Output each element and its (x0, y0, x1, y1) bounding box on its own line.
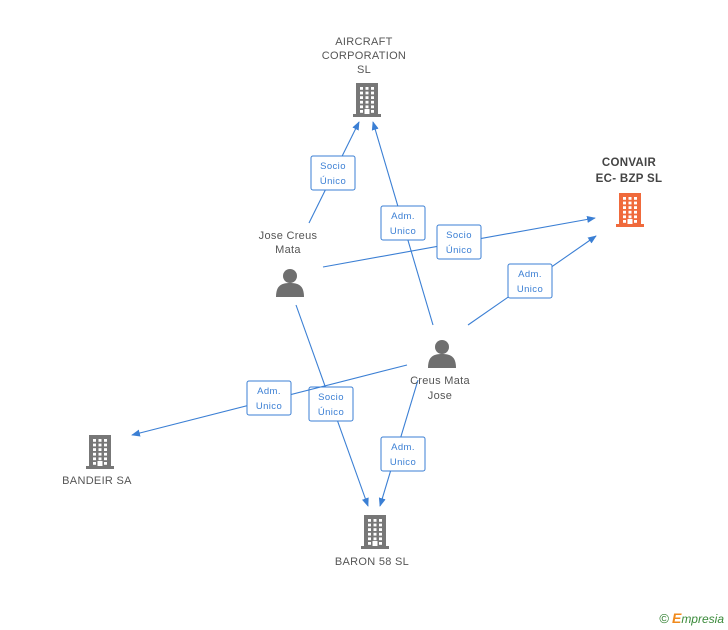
edge-label-text: Unico (517, 284, 543, 295)
edge-creus-aircraft: Adm. Unico (371, 121, 434, 326)
edge-label-box[interactable] (308, 386, 354, 422)
node-label: BARON 58 SL (335, 556, 409, 568)
building-icon (616, 193, 644, 227)
node-label: CONVAIR (602, 157, 657, 169)
edge-label-text: Unico (256, 401, 282, 412)
edge-label-box[interactable] (507, 263, 553, 299)
person-icon (428, 340, 456, 368)
edge-label-box[interactable] (380, 436, 426, 472)
brand-name: mpresia (681, 612, 724, 626)
building-icon (361, 515, 389, 549)
node-label: Jose (428, 390, 452, 402)
building-icon (353, 83, 381, 117)
edge-label-text: Socio (318, 392, 344, 403)
edge-label-text: Único (446, 245, 472, 256)
node-label: SL (357, 64, 371, 76)
edge-label-text: Único (320, 176, 346, 187)
node-label: Jose Creus (259, 230, 318, 242)
edge-label-box[interactable] (310, 155, 356, 191)
edge-label-text: Adm. (391, 442, 415, 453)
edge-label-box[interactable] (436, 224, 482, 260)
node-label: Mata (275, 244, 301, 256)
edge-label-text: Socio (320, 161, 346, 172)
edge-label-box[interactable] (246, 380, 292, 416)
edge-label-text: Único (318, 407, 344, 418)
edge-creus-bandeir: Adm. Unico (131, 364, 408, 437)
node-baron[interactable]: BARON 58 SL (335, 515, 409, 568)
edge-label-text: Adm. (518, 269, 542, 280)
footer-brand: ©Empresia (659, 610, 724, 626)
node-bandeir[interactable]: BANDEIR SA (62, 435, 132, 487)
edge-label-text: Adm. (391, 211, 415, 222)
node-label: Creus Mata (410, 375, 470, 387)
edge-creus-baron: Adm. Unico (378, 379, 426, 507)
edge-label-text: Adm. (257, 386, 281, 397)
person-icon (276, 269, 304, 297)
node-aircraft[interactable]: AIRCRAFT CORPORATION SL (322, 36, 406, 117)
edge-label-box[interactable] (380, 205, 426, 241)
edge-label-text: Unico (390, 226, 416, 237)
node-convair[interactable]: CONVAIR EC- BZP SL (596, 157, 663, 227)
node-label: AIRCRAFT (335, 36, 392, 48)
edge-creus-convair: Adm. Unico (467, 235, 597, 326)
node-label: EC- BZP SL (596, 173, 663, 185)
node-label: BANDEIR SA (62, 475, 132, 487)
edge-label-text: Socio (446, 230, 472, 241)
node-label: CORPORATION (322, 50, 406, 62)
building-icon (86, 435, 114, 469)
brand-initial: E (671, 610, 682, 626)
edge-label-text: Unico (390, 457, 416, 468)
copyright-symbol: © (659, 611, 669, 626)
